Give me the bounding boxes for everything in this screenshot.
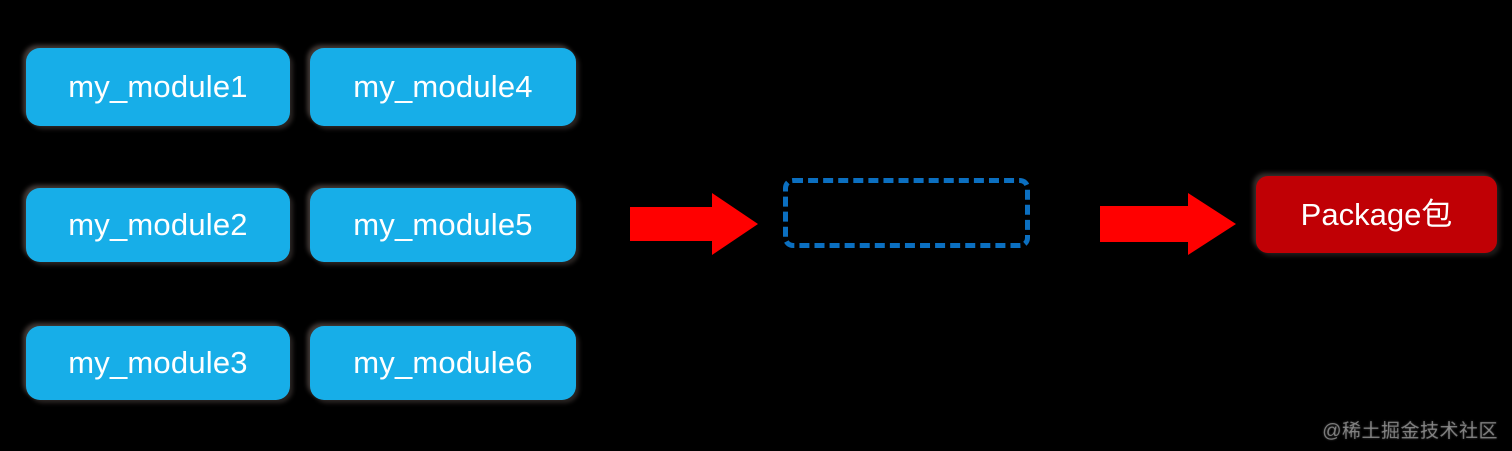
module-box-my-module2[interactable]: my_module2	[26, 188, 290, 262]
module-label: my_module1	[68, 68, 248, 104]
dashed-placeholder-box[interactable]	[783, 178, 1030, 248]
package-label: Package包	[1300, 197, 1453, 232]
module-box-my-module3[interactable]: my_module3	[26, 326, 290, 400]
module-label: my_module2	[68, 206, 248, 242]
module-label: my_module5	[353, 206, 533, 242]
module-box-my-module6[interactable]: my_module6	[310, 326, 576, 400]
module-box-my-module1[interactable]: my_module1	[26, 48, 290, 126]
module-box-my-module4[interactable]: my_module4	[310, 48, 576, 126]
package-box[interactable]: Package包	[1256, 176, 1497, 253]
module-label: my_module3	[68, 344, 248, 380]
module-box-my-module5[interactable]: my_module5	[310, 188, 576, 262]
module-label: my_module4	[353, 68, 533, 104]
watermark: @稀土掘金技术社区	[1322, 421, 1498, 442]
module-label: my_module6	[353, 344, 533, 380]
right-arrow-icon	[630, 193, 758, 255]
right-arrow-icon	[1100, 193, 1236, 255]
